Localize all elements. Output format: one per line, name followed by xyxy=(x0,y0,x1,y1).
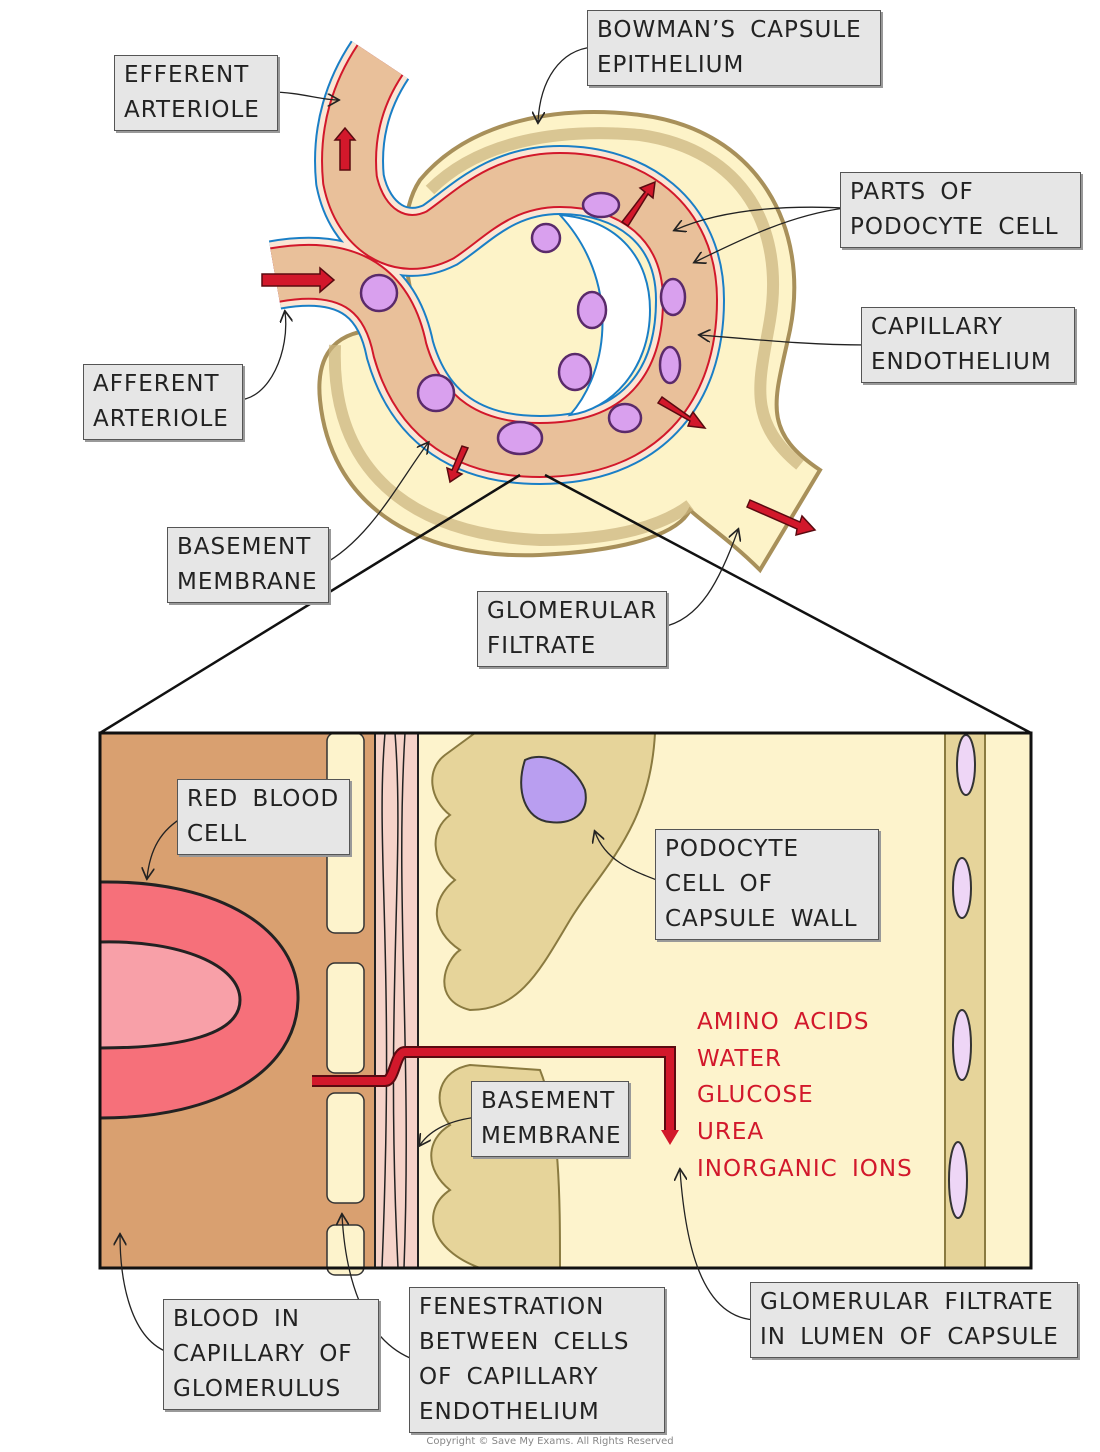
flow-arrows xyxy=(261,126,817,537)
filtrate-item: INORGANIC IONS xyxy=(697,1155,913,1182)
filtrate-item: WATER xyxy=(697,1045,782,1072)
red-blood-cell xyxy=(98,880,300,1120)
podocyte-nucleus xyxy=(520,755,587,824)
podocyte-cell xyxy=(431,732,657,1012)
red-blood-cells xyxy=(359,191,687,456)
filtrate-item: AMINO ACIDS xyxy=(697,1009,870,1035)
filtrate-item: GLUCOSE xyxy=(697,1082,814,1109)
filtrate-item: UREA xyxy=(697,1119,765,1146)
filtrate-contents-list: AMINO ACIDS WATER GLUCOSE UREA INORGANIC… xyxy=(697,1004,913,1188)
copyright-notice: Copyright © Save My Exams. All Rights Re… xyxy=(426,1436,674,1447)
